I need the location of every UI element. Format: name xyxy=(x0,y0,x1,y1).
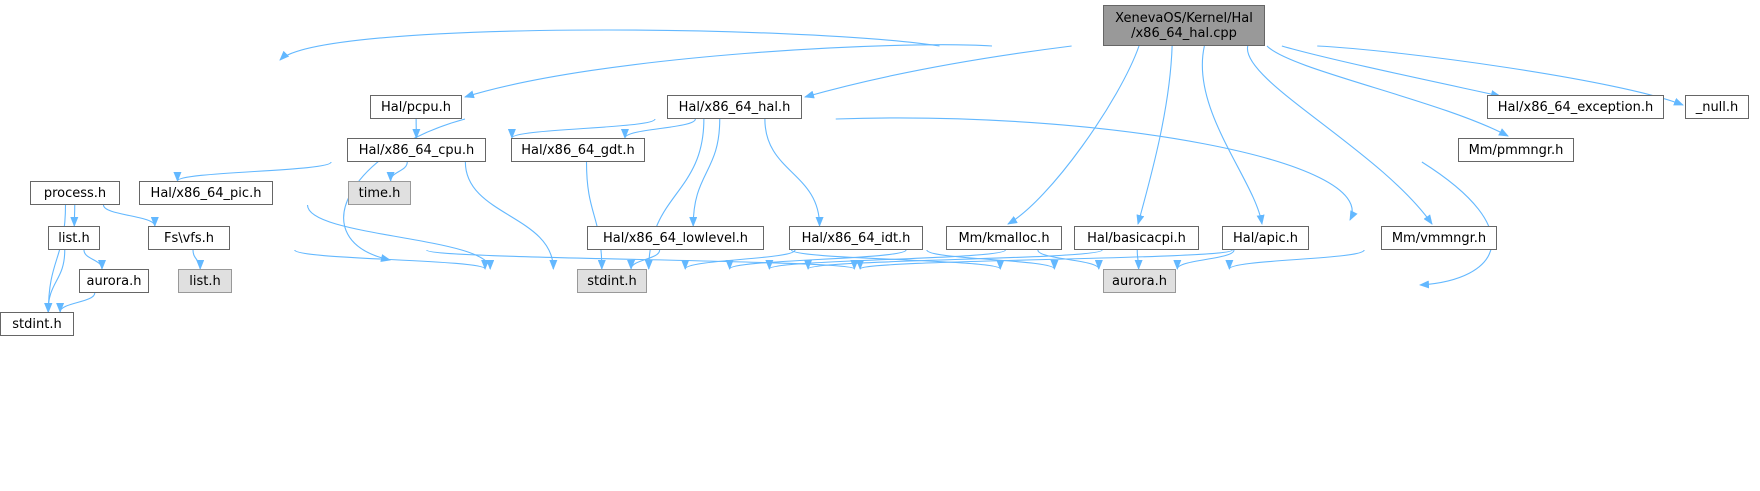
node-cpu[interactable]: Hal/x86_64_cpu.h xyxy=(347,138,486,162)
node-stdint-small[interactable]: stdint.h xyxy=(0,312,74,336)
node-label: /x86_64_hal.cpp xyxy=(1131,25,1237,41)
node-lowlevel[interactable]: Hal/x86_64_lowlevel.h xyxy=(587,226,764,250)
edge-root-to-kmalloc xyxy=(1007,45,1140,225)
node-root[interactable]: XenevaOS/Kernel/Hal/x86_64_hal.cpp xyxy=(1103,5,1265,46)
node-label: Hal/x86_64_lowlevel.h xyxy=(603,230,748,246)
node-label: Hal/x86_64_cpu.h xyxy=(358,142,475,158)
node-label: Hal/apic.h xyxy=(1232,230,1299,246)
node-label: XenevaOS/Kernel/Hal xyxy=(1115,10,1253,26)
node-apic[interactable]: Hal/apic.h xyxy=(1222,226,1309,250)
edge-process-to-stdint-small xyxy=(44,204,67,313)
node-stdint-main[interactable]: stdint.h xyxy=(577,269,647,293)
node-label: Hal/x86_64_gdt.h xyxy=(521,142,635,158)
edge-root-to-exception xyxy=(1281,45,1501,98)
node-label: Fs\vfs.h xyxy=(163,230,215,246)
node-label: process.h xyxy=(43,185,107,201)
node-vmmngr[interactable]: Mm/vmmngr.h xyxy=(1381,226,1497,250)
node-label: Hal/pcpu.h xyxy=(381,99,451,115)
node-time[interactable]: time.h xyxy=(348,181,411,205)
edge-idt-to-aurora-main xyxy=(926,249,1059,270)
node-exception[interactable]: Hal/x86_64_exception.h xyxy=(1487,95,1664,119)
node-x86hal[interactable]: Hal/x86_64_hal.h xyxy=(667,95,802,119)
node-list-ext[interactable]: list.h xyxy=(178,269,232,293)
edge-aurora-small-to-stdint-small xyxy=(56,292,96,313)
edge-x86hal-to-lowlevel xyxy=(689,118,721,227)
node-process[interactable]: process.h xyxy=(30,181,120,205)
node-idt[interactable]: Hal/x86_64_idt.h xyxy=(789,226,923,250)
node-label: Mm/vmmngr.h xyxy=(1391,230,1487,246)
edge-idt-to-stdint-main xyxy=(681,249,796,270)
node-aurora-small[interactable]: aurora.h xyxy=(79,269,149,293)
edge-root-to-apic xyxy=(1201,45,1265,225)
edge-vfs-to-list-ext xyxy=(192,249,205,270)
edge-apic-to-stdint-main xyxy=(804,249,1103,270)
edge-x86hal-to-idt xyxy=(764,118,824,227)
node-vfs[interactable]: Fs\vfs.h xyxy=(148,226,230,250)
edge-apic-to-aurora-main xyxy=(1173,249,1235,270)
edge-gdt-to-stdint-main xyxy=(585,161,606,270)
edge-root-to-pmmngr xyxy=(1266,45,1509,137)
edge-lowlevel-to-stdint-main xyxy=(627,249,661,270)
edge-root-to-pic xyxy=(279,29,940,61)
node-label: Hal/x86_64_exception.h xyxy=(1497,99,1654,115)
edge-root-to-null xyxy=(1317,45,1684,106)
node-aurora-main[interactable]: aurora.h xyxy=(1103,269,1176,293)
node-label: Mm/pmmngr.h xyxy=(1468,142,1564,158)
node-label: aurora.h xyxy=(86,273,142,289)
node-gdt[interactable]: Hal/x86_64_gdt.h xyxy=(511,138,645,162)
edge-list-to-aurora-small xyxy=(83,249,106,270)
edge-vmmngr-to-aurora-main xyxy=(1225,249,1365,270)
edge-cpu-to-time xyxy=(386,161,408,182)
node-kmalloc[interactable]: Mm/kmalloc.h xyxy=(946,226,1062,250)
edge-kmalloc-to-stdint-main xyxy=(725,249,907,270)
edge-vmmngr-to-stdint-main xyxy=(856,249,1233,270)
edge-root-to-pcpu xyxy=(464,44,993,99)
node-label: aurora.h xyxy=(1112,273,1167,289)
edge-root-to-x86hal xyxy=(804,45,1072,99)
node-pcpu[interactable]: Hal/pcpu.h xyxy=(370,95,462,119)
node-label: _null.h xyxy=(1695,99,1739,115)
edge-root-to-basicacpi xyxy=(1136,45,1173,225)
node-label: Hal/x86_64_pic.h xyxy=(150,185,262,201)
edge-basicacpi-to-aurora-main xyxy=(1134,249,1143,270)
node-basicacpi[interactable]: Hal/basicacpi.h xyxy=(1074,226,1199,250)
edge-vfs-to-aurora-main xyxy=(426,249,858,270)
node-label: list.h xyxy=(189,273,221,289)
edge-cpu-to-stdint-main xyxy=(464,161,558,270)
edge-x86hal-to-aurora-main xyxy=(835,117,1358,221)
node-label: list.h xyxy=(58,230,90,246)
edge-pic-to-stdint-main xyxy=(306,204,495,270)
edge-x86hal-to-gdt xyxy=(621,118,696,139)
edge-x86hal-to-cpu xyxy=(508,118,656,139)
node-label: Hal/x86_64_hal.h xyxy=(678,99,791,115)
node-list[interactable]: list.h xyxy=(48,226,100,250)
edge-root-to-vmmngr xyxy=(1247,45,1433,225)
node-label: time.h xyxy=(358,185,401,201)
node-pmmngr[interactable]: Mm/pmmngr.h xyxy=(1458,138,1574,162)
node-label: Mm/kmalloc.h xyxy=(958,230,1050,246)
edge-kmalloc-to-aurora-main xyxy=(1037,249,1103,270)
edge-list-to-stdint-small xyxy=(44,249,66,313)
edge-process-to-vfs xyxy=(102,204,159,227)
edge-cpu-to-process xyxy=(173,161,332,182)
node-label: stdint.h xyxy=(587,273,637,289)
node-label: Hal/basicacpi.h xyxy=(1087,230,1186,246)
edge-vfs-to-stdint-main xyxy=(294,249,489,270)
node-label: stdint.h xyxy=(12,316,62,332)
node-null[interactable]: _null.h xyxy=(1685,95,1749,119)
node-pic[interactable]: Hal/x86_64_pic.h xyxy=(139,181,273,205)
edge-basicacpi-to-stdint-main xyxy=(765,249,1006,270)
node-label: Hal/x86_64_idt.h xyxy=(801,230,911,246)
